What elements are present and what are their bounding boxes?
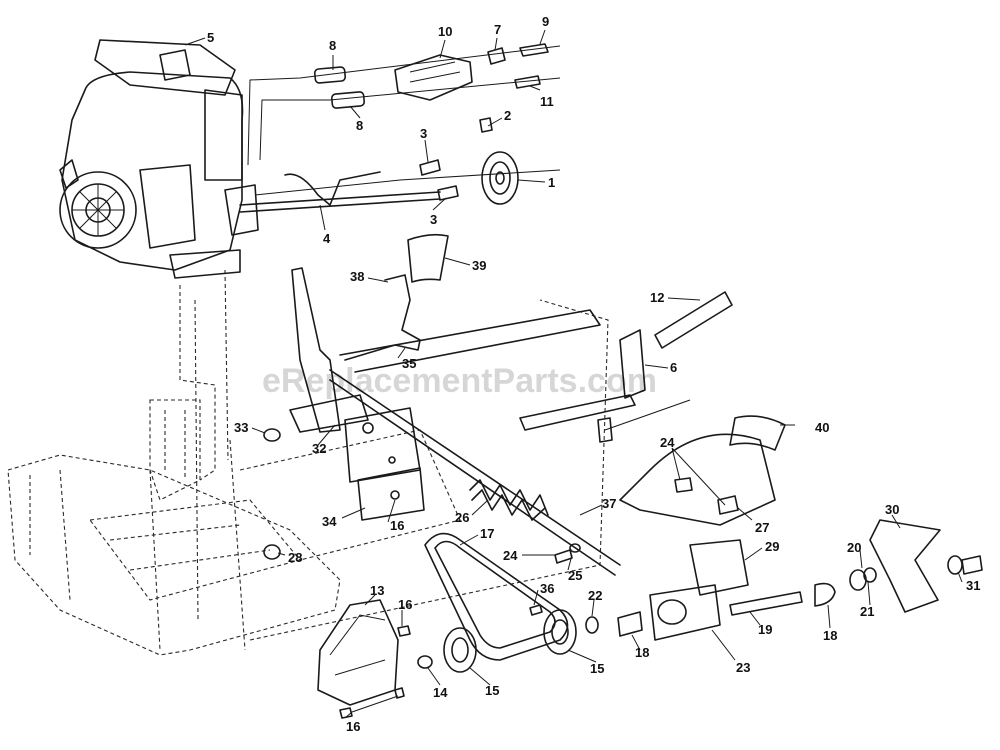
leader-lines xyxy=(184,29,963,719)
callout-18: 18 xyxy=(635,645,649,660)
hardware xyxy=(263,544,543,699)
callout-32: 32 xyxy=(312,441,326,456)
callout-23: 23 xyxy=(736,660,750,675)
callout-27: 27 xyxy=(755,520,769,535)
belt-guard xyxy=(317,599,411,719)
callout-31: 31 xyxy=(966,578,980,593)
callout-3: 3 xyxy=(430,212,437,227)
callout-5: 5 xyxy=(207,30,214,45)
watermark-text: eReplacementParts.com xyxy=(262,362,657,400)
callout-12: 12 xyxy=(650,290,664,305)
callout-14: 14 xyxy=(433,685,448,700)
control-bracket-group xyxy=(263,233,449,521)
callout-18: 18 xyxy=(823,628,837,643)
callout-11: 11 xyxy=(540,94,554,109)
callout-33: 33 xyxy=(234,420,248,435)
callout-6: 6 xyxy=(670,360,677,375)
lower-pulleys xyxy=(417,543,643,673)
callout-24: 24 xyxy=(660,435,675,450)
callout-26: 26 xyxy=(455,510,469,525)
callout-16: 16 xyxy=(398,597,412,612)
callout-3: 3 xyxy=(420,126,427,141)
callout-22: 22 xyxy=(588,588,602,603)
callout-29: 29 xyxy=(765,539,779,554)
callout-15: 15 xyxy=(590,661,604,676)
spring xyxy=(469,479,549,521)
cross-shaft xyxy=(329,291,733,576)
callout-25: 25 xyxy=(568,568,582,583)
callout-19: 19 xyxy=(758,622,772,637)
callout-24: 24 xyxy=(503,548,518,563)
tine-shield xyxy=(619,415,786,641)
callout-9: 9 xyxy=(542,14,549,29)
engine-pulley-group xyxy=(239,117,561,213)
callout-8: 8 xyxy=(329,38,336,53)
callout-8: 8 xyxy=(356,118,363,133)
engine xyxy=(59,39,259,279)
callout-37: 37 xyxy=(602,496,616,511)
callout-labels: 5 8 10 7 9 11 8 2 3 1 3 4 38 39 12 35 6 … xyxy=(207,14,980,734)
callout-16: 16 xyxy=(346,719,360,734)
callout-38: 38 xyxy=(350,269,364,284)
upper-linkage xyxy=(247,43,561,166)
tiller-frame xyxy=(7,269,609,656)
callout-17: 17 xyxy=(480,526,494,541)
callout-34: 34 xyxy=(322,514,337,529)
callout-1: 1 xyxy=(548,175,555,190)
callout-35: 35 xyxy=(402,356,416,371)
callout-39: 39 xyxy=(472,258,486,273)
callout-30: 30 xyxy=(885,502,899,517)
callout-2: 2 xyxy=(504,108,511,123)
callout-16: 16 xyxy=(390,518,404,533)
callout-7: 7 xyxy=(494,22,501,37)
callout-21: 21 xyxy=(860,604,874,619)
tine-axle-group xyxy=(729,519,983,616)
callout-10: 10 xyxy=(438,24,452,39)
callout-15: 15 xyxy=(485,683,499,698)
callout-20: 20 xyxy=(847,540,861,555)
callout-4: 4 xyxy=(323,231,331,246)
callout-40: 40 xyxy=(815,420,829,435)
callout-28: 28 xyxy=(288,550,302,565)
callout-36: 36 xyxy=(540,581,554,596)
callout-13: 13 xyxy=(370,583,384,598)
